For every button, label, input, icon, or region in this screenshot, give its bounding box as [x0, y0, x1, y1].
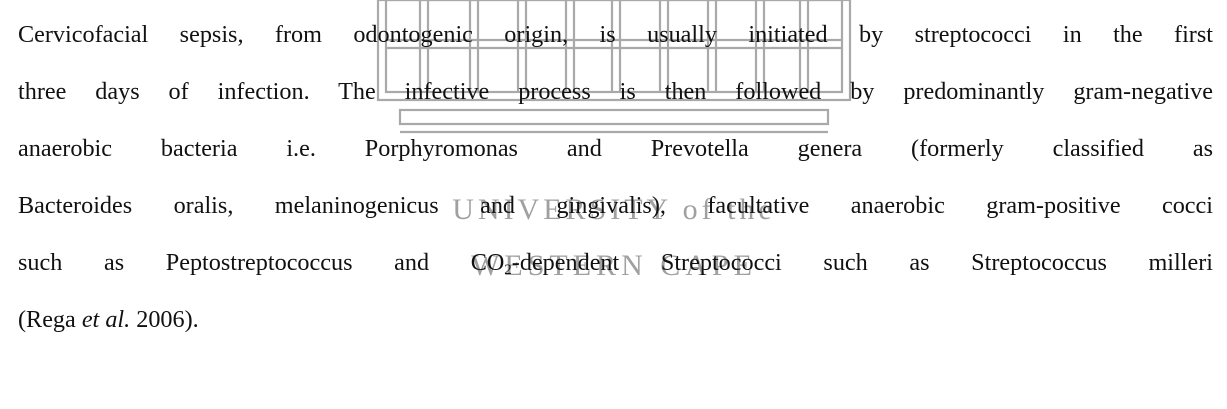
watermark-line-2: WESTERN CAPE — [471, 249, 757, 282]
paragraph-line-4: Bacteroides oralis, melaninogenicus and … — [18, 192, 1213, 219]
paragraph-line-6: (Rega et al. 2006). — [18, 291, 1213, 348]
citation-et-al: et al. — [81, 306, 131, 333]
citation-open: (Rega — [18, 306, 82, 333]
body-paragraph: Cervicofacial sepsis, from odontogenic o… — [18, 6, 1213, 348]
paragraph-line-5: such as Peptostreptococcus and CO2-depen… — [18, 234, 1213, 291]
line-5-text-before: such as Peptostreptococcus and CO — [18, 249, 505, 276]
paragraph-line-3: anaerobic bacteria i.e. Porphyromonas an… — [18, 135, 1213, 162]
paragraph-line-2: three days of infection. The infective p… — [18, 78, 1213, 105]
co2-subscript: 2 — [504, 261, 512, 278]
crest-columns-icon — [376, 0, 852, 134]
citation-year: 2006). — [130, 306, 199, 333]
watermark-line-1: UNIVERSITY of the — [452, 193, 776, 226]
line-5-text-after: -dependent Streptococci such as Streptoc… — [511, 249, 1213, 276]
paragraph-line-1: Cervicofacial sepsis, from odontogenic o… — [18, 21, 1213, 48]
